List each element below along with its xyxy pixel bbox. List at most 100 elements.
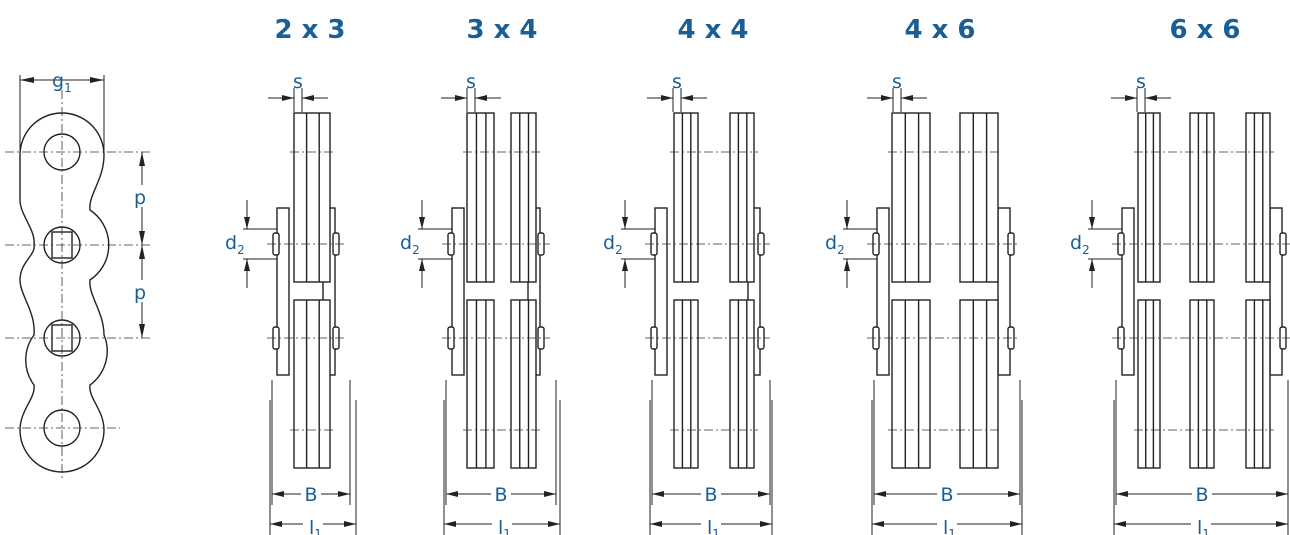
variant-title: 4 x 6: [904, 15, 975, 45]
B-label: B: [304, 484, 317, 506]
upper-plate-stack: [1245, 112, 1271, 283]
p-upper-label: p: [134, 187, 146, 209]
variant-title: 3 x 4: [466, 15, 537, 45]
s-label: s: [466, 71, 476, 93]
dimension-arrowhead: [652, 491, 664, 497]
dimension-arrowhead: [844, 217, 850, 229]
outer-plate-right: [997, 207, 1011, 376]
dimension-arrowhead: [881, 95, 893, 101]
dimension-arrowhead: [272, 491, 284, 497]
dimension-arrowhead: [1116, 491, 1128, 497]
l1-label: l1: [1197, 517, 1210, 535]
p-lower-label: p: [134, 282, 146, 304]
lower-plate-stack: [959, 299, 999, 469]
dimension-arrowhead: [650, 521, 662, 527]
p-arrow-1: [139, 152, 145, 166]
dimension-arrowhead: [1145, 95, 1157, 101]
dimension-arrowhead: [760, 521, 772, 527]
outer-plate-right: [1269, 207, 1283, 376]
d2-label: d2: [400, 232, 420, 257]
upper-plate-stack: [510, 112, 537, 283]
dimension-arrowhead: [455, 95, 467, 101]
lower-plate-stack: [673, 299, 699, 469]
dimension-arrowhead: [1008, 491, 1020, 497]
d2-label: d2: [825, 232, 845, 257]
B-label: B: [494, 484, 507, 506]
dimension-arrowhead: [1089, 217, 1095, 229]
s-label: s: [892, 71, 902, 93]
d2-label: d2: [225, 232, 245, 257]
dimension-arrowhead: [548, 521, 560, 527]
dimension-arrowhead: [1276, 491, 1288, 497]
dimension-arrowhead: [282, 95, 294, 101]
p-upper-label-bg: [134, 185, 152, 207]
upper-plate-stack: [466, 112, 495, 283]
lower-plate-stack: [466, 299, 495, 469]
dimension-arrowhead: [874, 491, 886, 497]
variant-title: 6 x 6: [1169, 15, 1240, 45]
s-label: s: [672, 71, 682, 93]
upper-plate-stack: [1137, 112, 1161, 283]
lower-plate-stack: [293, 299, 331, 469]
g1-arrow-left: [20, 77, 34, 83]
dimension-arrowhead: [872, 521, 884, 527]
dimension-arrowhead: [1089, 259, 1095, 271]
dimension-arrowhead: [544, 491, 556, 497]
upper-plate-stack: [891, 112, 931, 283]
lower-plate-stack: [891, 299, 931, 469]
dimension-arrowhead: [338, 491, 350, 497]
lower-plate-stack: [510, 299, 537, 469]
dimension-arrowhead: [681, 95, 693, 101]
upper-plate-stack: [1189, 112, 1215, 283]
outer-plate-left: [654, 207, 668, 376]
l1-label: l1: [498, 517, 511, 535]
B-label: B: [940, 484, 953, 506]
dimension-arrowhead: [622, 217, 628, 229]
dimension-arrowhead: [419, 217, 425, 229]
dimension-arrowhead: [1276, 521, 1288, 527]
chain-link-outline: [19, 112, 110, 473]
upper-plate-stack: [959, 112, 999, 283]
upper-plate-stack: [729, 112, 755, 283]
outer-plate-left: [876, 207, 890, 376]
d2-label: d2: [1070, 232, 1090, 257]
dimension-arrowhead: [661, 95, 673, 101]
dimension-arrowhead: [244, 259, 250, 271]
B-label: B: [1195, 484, 1208, 506]
upper-plate-stack: [673, 112, 699, 283]
s-label: s: [293, 71, 303, 93]
dimension-arrowhead: [622, 259, 628, 271]
variant-title: 2 x 3: [274, 15, 345, 45]
outer-plate-left: [451, 207, 465, 376]
dimension-arrowhead: [270, 521, 282, 527]
dimension-arrowhead: [244, 217, 250, 229]
dimension-arrowhead: [344, 521, 356, 527]
lower-plate-stack: [1245, 299, 1271, 469]
dimension-arrowhead: [901, 95, 913, 101]
p-arrow-2: [139, 231, 145, 245]
dimension-arrowhead: [1010, 521, 1022, 527]
dimension-arrowhead: [302, 95, 314, 101]
g1-arrow-right: [90, 77, 104, 83]
B-label: B: [704, 484, 717, 506]
p-arrow-4: [139, 324, 145, 338]
g1-label: g1: [52, 70, 72, 95]
dimension-arrowhead: [1114, 521, 1126, 527]
s-label: s: [1136, 71, 1146, 93]
dimension-arrowhead: [844, 259, 850, 271]
p-lower-label-bg: [134, 280, 152, 302]
lower-plate-stack: [1189, 299, 1215, 469]
dimension-arrowhead: [475, 95, 487, 101]
l1-label: l1: [309, 517, 322, 535]
dimension-arrowhead: [446, 491, 458, 497]
l1-label: l1: [707, 517, 720, 535]
dimension-arrowhead: [1125, 95, 1137, 101]
lower-plate-stack: [729, 299, 755, 469]
chain-side-view: g1 p p: [5, 70, 152, 478]
